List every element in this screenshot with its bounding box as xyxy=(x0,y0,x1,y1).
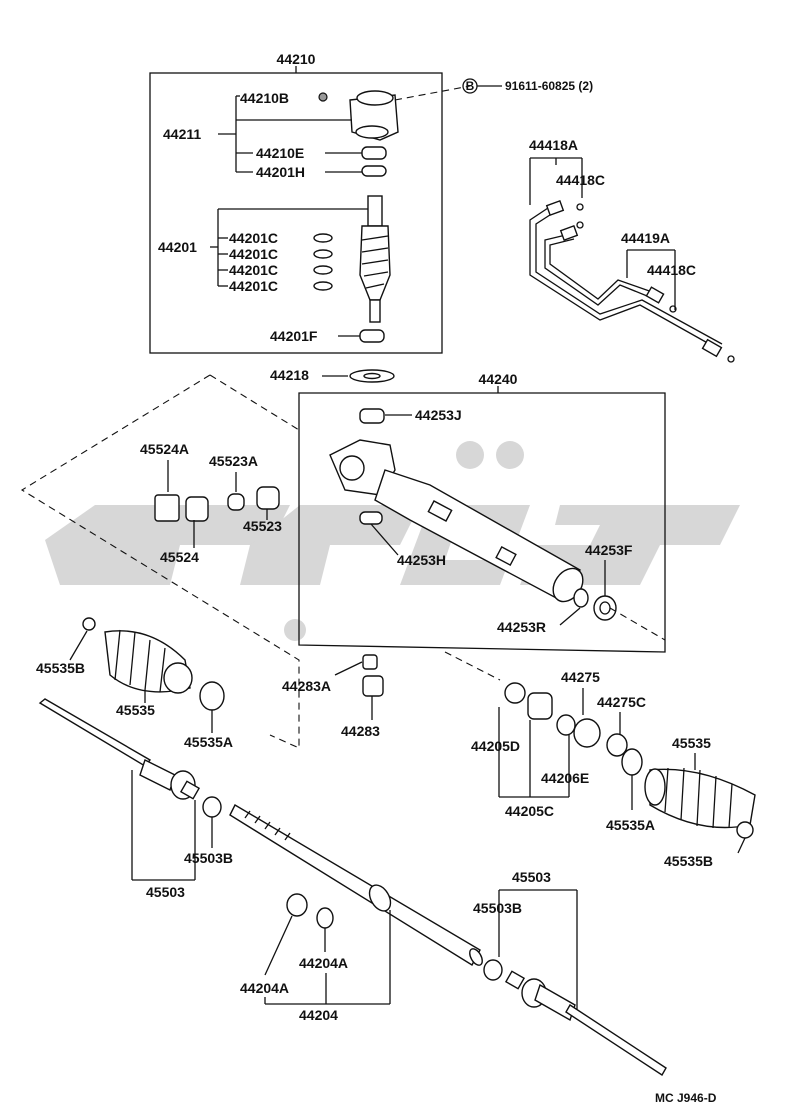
clip-45535b-left xyxy=(82,617,96,631)
label-44201: 44201 xyxy=(158,239,197,255)
label-44201c-2: 44201C xyxy=(229,246,278,262)
band-45535a-right xyxy=(621,748,643,776)
label-44253h: 44253H xyxy=(397,552,446,568)
label-44204a-2: 44204A xyxy=(299,955,348,971)
clip-45535b-right xyxy=(736,821,754,839)
ring-44204a-2 xyxy=(316,907,334,929)
boot-45535-right xyxy=(644,767,756,829)
tie-rod-45503-right xyxy=(504,970,667,1076)
bushing-44253j xyxy=(359,408,385,424)
label-44201c-1: 44201C xyxy=(229,230,278,246)
label-44201c-3: 44201C xyxy=(229,262,278,278)
seal-44201h xyxy=(361,165,387,177)
bolt-marker: B xyxy=(466,79,475,93)
washer-45503b-left xyxy=(202,796,222,818)
seals-44253 xyxy=(573,588,617,621)
label-45523: 45523 xyxy=(243,518,282,534)
seal-44210e xyxy=(361,146,387,160)
label-44210: 44210 xyxy=(277,51,316,67)
label-45535-left: 45535 xyxy=(116,702,155,718)
label-45524: 45524 xyxy=(160,549,199,565)
label-45535a-right: 45535A xyxy=(606,817,655,833)
valve-housing xyxy=(318,90,399,141)
rack-housing xyxy=(329,439,584,603)
label-44201h: 44201H xyxy=(256,164,305,180)
label-44253f: 44253F xyxy=(585,542,633,558)
gasket-44218 xyxy=(349,369,395,383)
bushing-44201f xyxy=(359,329,385,343)
label-45535-right: 45535 xyxy=(672,735,711,751)
boot-45535-left xyxy=(104,629,193,694)
cylinder-seals xyxy=(504,682,628,757)
label-45503-right: 45503 xyxy=(512,869,551,885)
label-44210b: 44210B xyxy=(240,90,289,106)
label-44204: 44204 xyxy=(299,1007,338,1023)
label-45503b-left: 45503B xyxy=(184,850,233,866)
label-44205c: 44205C xyxy=(505,803,554,819)
label-44218: 44218 xyxy=(270,367,309,383)
pinion-shaft xyxy=(359,195,391,323)
pinion-assembly-box xyxy=(149,72,443,354)
tie-rod-45503-left xyxy=(38,698,201,800)
washer-45503b-right xyxy=(483,959,503,981)
label-44201c-4: 44201C xyxy=(229,278,278,294)
label-44275c: 44275C xyxy=(597,694,646,710)
label-44418c-1: 44418C xyxy=(556,172,605,188)
label-44210e: 44210E xyxy=(256,145,304,161)
label-44419a: 44419A xyxy=(621,230,670,246)
hydraulic-tubes xyxy=(529,200,735,363)
bushing-44253h xyxy=(359,511,383,525)
band-45535a-left xyxy=(199,681,225,711)
label-44201f: 44201F xyxy=(270,328,318,344)
label-45535a-left: 45535A xyxy=(184,734,233,750)
o-rings-44201c xyxy=(313,233,333,291)
rack-housing-box xyxy=(298,392,666,653)
label-45535b-left: 45535B xyxy=(36,660,85,676)
label-44253r: 44253R xyxy=(497,619,546,635)
label-bolt: 91611-60825 (2) xyxy=(505,79,593,93)
label-45535b-right: 45535B xyxy=(664,853,713,869)
rack-44204 xyxy=(229,804,483,966)
label-44206e: 44206E xyxy=(541,770,589,786)
label-44283: 44283 xyxy=(341,723,380,739)
label-45503b-right: 45503B xyxy=(473,900,522,916)
label-44240: 44240 xyxy=(479,371,518,387)
label-44211: 44211 xyxy=(163,126,201,142)
label-44418c-2: 44418C xyxy=(647,262,696,278)
label-44275: 44275 xyxy=(561,669,600,685)
label-44283a: 44283A xyxy=(282,678,331,694)
label-44205d: 44205D xyxy=(471,738,520,754)
label-44253j: 44253J xyxy=(415,407,462,423)
rack-guide-parts xyxy=(154,486,280,522)
label-44418a: 44418A xyxy=(529,137,578,153)
plug-44283 xyxy=(362,654,384,697)
label-45524a: 45524A xyxy=(140,441,189,457)
diagram-code: MC J946-D xyxy=(655,1091,717,1105)
label-44204a-1: 44204A xyxy=(240,980,289,996)
label-45523a: 45523A xyxy=(209,453,258,469)
washer-44204a-1 xyxy=(286,893,308,917)
label-45503-left: 45503 xyxy=(146,884,185,900)
